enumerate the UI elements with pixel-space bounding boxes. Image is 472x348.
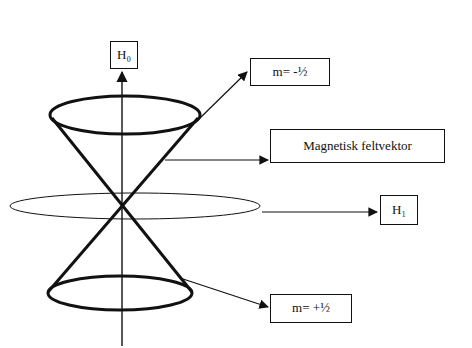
leader-arrow (165, 159, 268, 160)
box-label: m= -½ (273, 64, 308, 80)
box-label: H₀ (117, 47, 131, 63)
leader-arrow (180, 278, 268, 307)
leader-arrow (262, 211, 377, 212)
h1-ellipse (10, 193, 260, 219)
field-box: H₀ (110, 41, 138, 69)
cone-line (48, 118, 198, 292)
box-label: Magnetisk feltvektor (303, 138, 412, 154)
label-box: m= -½ (250, 58, 330, 86)
leader-arrow (198, 72, 247, 120)
lower-cone-rim (48, 276, 192, 310)
label-box: m= +½ (270, 294, 352, 323)
upper-cone-rim (50, 96, 200, 134)
field-box: H₁ (380, 195, 418, 225)
label-box: Magnetisk feltvektor (270, 129, 445, 163)
box-label: m= +½ (292, 300, 330, 316)
box-label: H₁ (392, 202, 406, 218)
